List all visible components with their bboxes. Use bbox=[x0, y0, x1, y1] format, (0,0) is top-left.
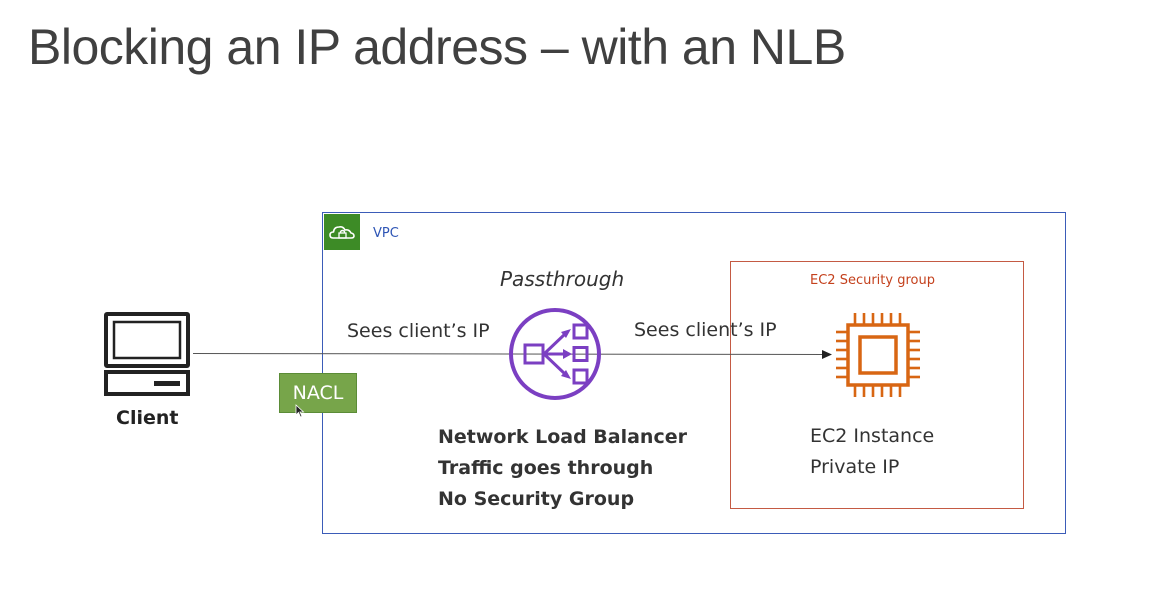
ec2-chip-icon bbox=[834, 311, 922, 403]
ec2-description: EC2 Instance Private IP bbox=[810, 421, 934, 483]
nlb-description: Network Load Balancer Traffic goes throu… bbox=[438, 422, 687, 515]
sees-client-ip-right-label: Sees client’s IP bbox=[634, 319, 777, 341]
nlb-line-name: Network Load Balancer bbox=[438, 426, 687, 448]
security-group-container bbox=[730, 261, 1024, 509]
ec2-line-instance: EC2 Instance bbox=[810, 425, 935, 447]
nlb-line-no-sg: No Security Group bbox=[438, 488, 635, 510]
slide-title: Blocking an IP address – with an NLB bbox=[28, 19, 846, 75]
ec2-line-private-ip: Private IP bbox=[810, 456, 900, 478]
client-label: Client bbox=[116, 407, 179, 429]
nacl-box: NACL bbox=[279, 373, 357, 413]
passthrough-label: Passthrough bbox=[500, 267, 625, 291]
network-load-balancer-icon bbox=[508, 307, 602, 405]
vpc-cloud-lock-icon bbox=[324, 214, 360, 250]
sees-client-ip-left-label: Sees client’s IP bbox=[347, 320, 490, 342]
vpc-label: VPC bbox=[373, 226, 399, 241]
nlb-line-traffic: Traffic goes through bbox=[438, 457, 654, 479]
mouse-cursor-icon bbox=[295, 403, 305, 422]
security-group-label: EC2 Security group bbox=[810, 273, 935, 288]
client-computer-icon bbox=[104, 312, 192, 402]
